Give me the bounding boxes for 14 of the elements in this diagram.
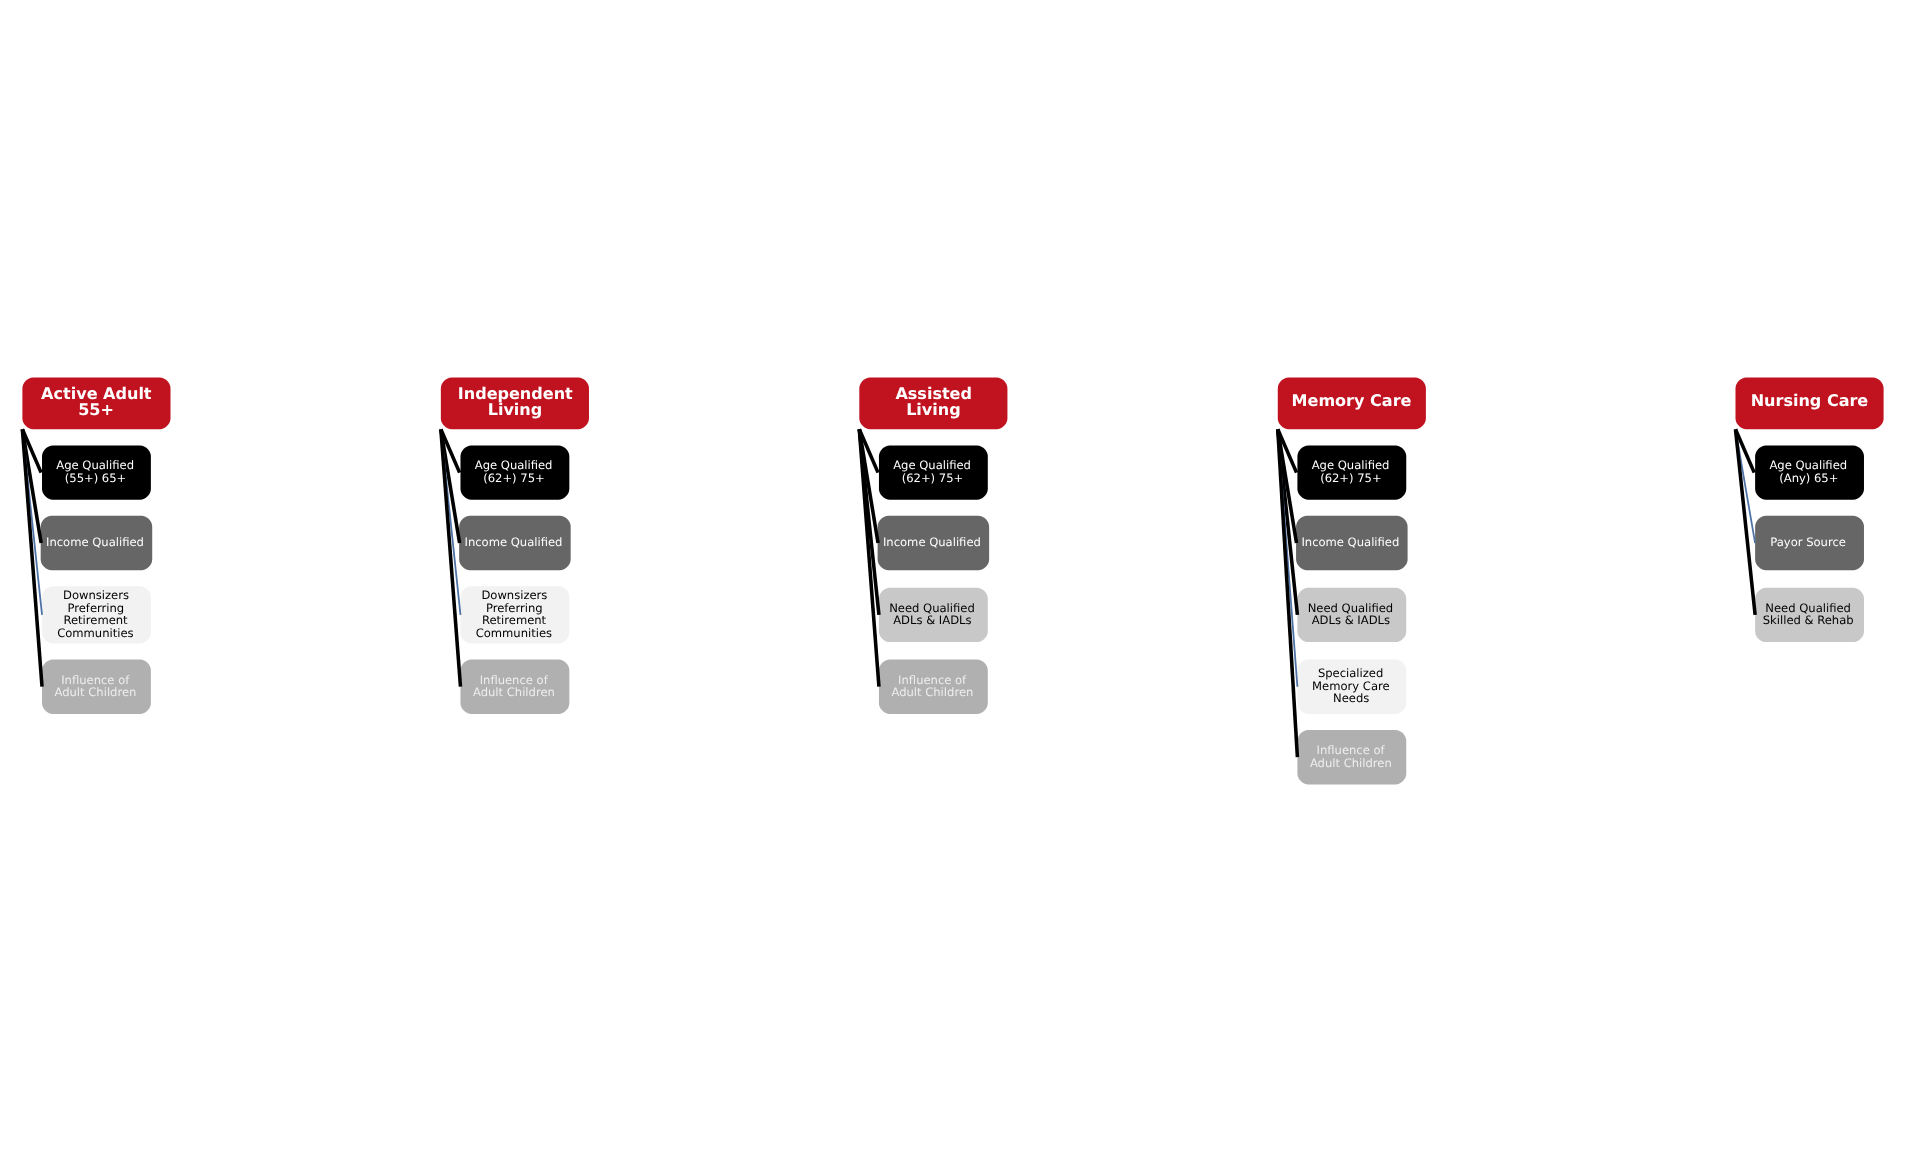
connector <box>857 428 881 686</box>
connector <box>1276 428 1300 757</box>
connector <box>20 427 43 473</box>
connector <box>1276 428 1299 543</box>
connector <box>1276 427 1299 473</box>
connector <box>439 427 462 473</box>
connector <box>439 428 463 686</box>
connector <box>1733 427 1756 473</box>
connector <box>20 428 43 543</box>
connector <box>1276 428 1300 615</box>
connector <box>439 428 462 543</box>
connector <box>857 427 880 473</box>
connector <box>857 428 881 615</box>
connector <box>857 428 880 543</box>
